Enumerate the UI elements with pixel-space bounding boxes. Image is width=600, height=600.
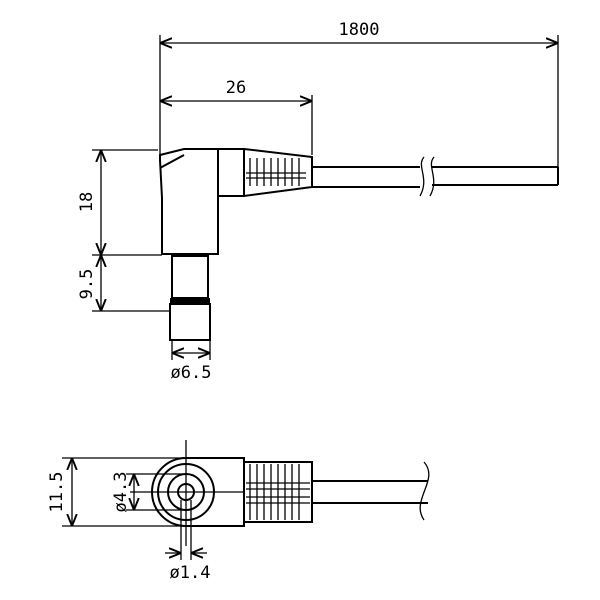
- dim-head-width: 11.5: [47, 472, 67, 513]
- boot-ribs: [246, 158, 306, 186]
- dim-center-pin-diameter: ø1.4: [170, 563, 211, 583]
- dim-outer-diameter: ø6.5: [171, 363, 212, 383]
- plug-tip: [169, 303, 211, 341]
- boot-ribs-lower: [246, 464, 310, 520]
- dim-pin-length: 9.5: [77, 269, 97, 300]
- end-view: 11.5 ø4.3 ø1.4: [47, 440, 430, 583]
- plug-chamfer: [159, 154, 185, 169]
- cable-break-lower: [419, 461, 430, 521]
- dim-overall-length: 1800: [339, 20, 380, 40]
- dim-inner-diameter: ø4.3: [111, 472, 131, 513]
- plug-barrel-ring: [170, 298, 210, 304]
- dim-plug-body-length: 26: [226, 78, 246, 98]
- plug-body: [159, 148, 245, 255]
- plug-barrel: [171, 253, 209, 299]
- dim-plug-height: 18: [77, 192, 97, 212]
- side-view: 1800 26: [77, 20, 559, 383]
- cable-break-left: [419, 156, 425, 197]
- cable-break-right: [429, 156, 435, 197]
